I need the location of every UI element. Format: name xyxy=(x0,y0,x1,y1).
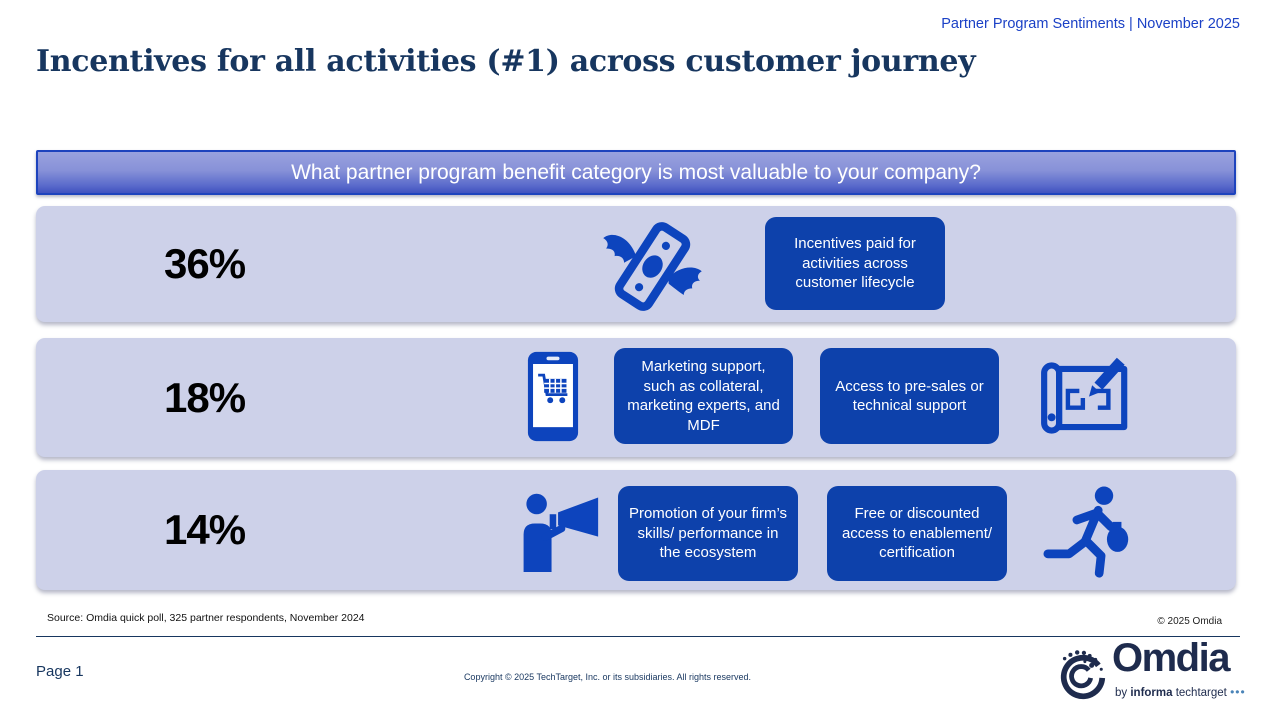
omdia-byline: by informa techtarget ••• xyxy=(1115,685,1246,699)
benefit-bubble: Marketing support, such as collateral, m… xyxy=(614,348,793,444)
omdia-wordmark: Omdia xyxy=(1112,636,1230,680)
benefit-bubble: Promotion of your firm’s skills/ perform… xyxy=(618,486,798,581)
footer-divider xyxy=(36,636,1240,637)
copyright-techtarget: Copyright © 2025 TechTarget, Inc. or its… xyxy=(463,672,752,682)
benefit-label: Access to pre-sales or technical support xyxy=(835,377,984,415)
benefit-bubble: Access to pre-sales or technical support xyxy=(820,348,999,444)
flying-money-icon xyxy=(603,222,702,311)
benefit-label: Promotion of your firm’s skills/ perform… xyxy=(628,505,788,562)
copyright-omdia: © 2025 Omdia xyxy=(1157,616,1222,627)
result-row-3: 14% Promotion of your firm’s skills/ per… xyxy=(36,470,1236,590)
megaphone-person-icon xyxy=(523,493,599,572)
byline-by: by xyxy=(1115,687,1131,699)
question-banner-text: What partner program benefit category is… xyxy=(291,160,981,184)
benefit-bubble: Incentives paid for activities across cu… xyxy=(765,217,945,310)
running-person-money-bag-icon xyxy=(1043,486,1129,578)
question-banner: What partner program benefit category is… xyxy=(36,150,1236,195)
byline-dots-icon: ••• xyxy=(1230,685,1246,699)
report-eyebrow: Partner Program Sentiments | November 20… xyxy=(941,16,1240,32)
mobile-shopping-cart-icon xyxy=(527,351,579,442)
result-row-1: 36% Incentives paid for activities acros… xyxy=(36,206,1236,322)
percent-value-1: 36% xyxy=(164,240,246,287)
benefit-label: Free or discounted access to enablement/… xyxy=(841,505,993,562)
page-title: Incentives for all activities (#1) acros… xyxy=(36,44,976,79)
omdia-swirl-icon xyxy=(1060,650,1106,700)
benefit-label: Incentives paid for activities across cu… xyxy=(794,235,916,292)
percent-value-3: 14% xyxy=(164,506,246,553)
byline-informa: informa xyxy=(1130,687,1173,699)
result-row-2: 18% Marketing support, such as collatera… xyxy=(36,338,1236,457)
source-note: Source: Omdia quick poll, 325 partner re… xyxy=(47,612,365,624)
omdia-logo: Omdia by informa techtarget ••• xyxy=(1056,636,1252,710)
page-number: Page 1 xyxy=(36,663,84,680)
benefit-label: Marketing support, such as collateral, m… xyxy=(627,358,780,434)
benefit-bubble: Free or discounted access to enablement/… xyxy=(827,486,1007,581)
blueprint-pencil-icon xyxy=(1041,357,1128,434)
percent-value-2: 18% xyxy=(164,373,246,421)
byline-techtarget: techtarget xyxy=(1172,687,1231,699)
